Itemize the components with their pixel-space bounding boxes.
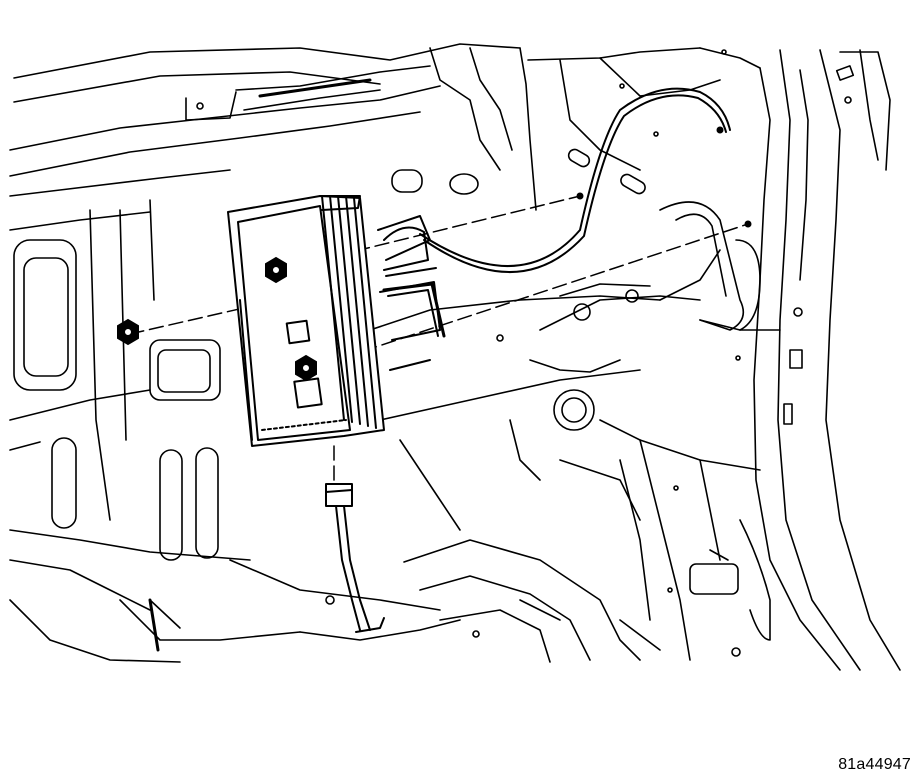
bolt-upper (265, 256, 287, 284)
bolt-left (117, 318, 139, 346)
body-panel-structure (9, 43, 901, 671)
module-bracket (227, 195, 446, 447)
leader-lines (129, 195, 749, 487)
wire-harness-upper (419, 87, 731, 273)
bolt-lower (295, 354, 317, 382)
wire-harness-lower (335, 505, 385, 633)
leader-endpoints (576, 126, 752, 228)
figure-id-label: 81a44947 (838, 756, 911, 773)
connector (325, 483, 353, 507)
